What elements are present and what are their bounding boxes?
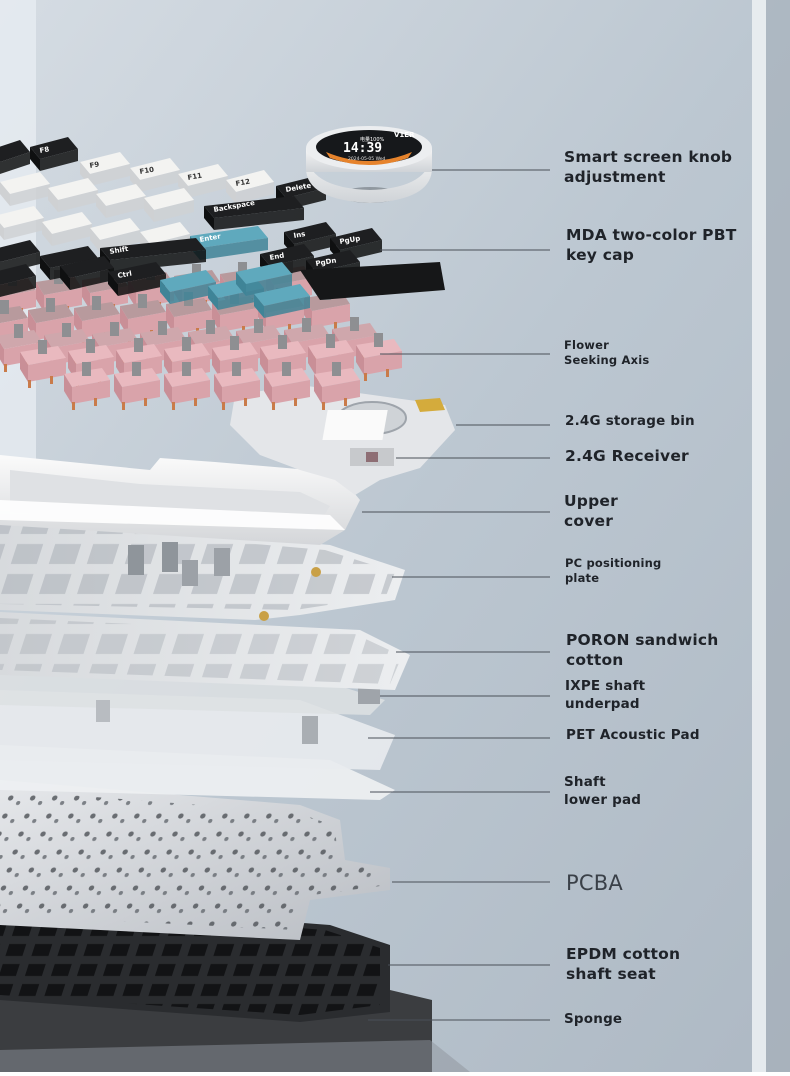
mechanical-switch xyxy=(356,333,402,381)
glass-edge-right-outer xyxy=(766,0,790,1072)
glass-edge-right xyxy=(752,0,766,1072)
label-epdm-cotton: EPDM cotton shaft seat xyxy=(566,945,681,983)
plate-stabilizer-2 xyxy=(162,542,178,572)
mechanical-switch xyxy=(264,362,310,410)
keycap-legend: PgDn xyxy=(315,256,337,268)
label-poron-cotton: PORON sandwich cotton xyxy=(566,631,719,669)
smart-screen-knob: V1ER 电量100% 14:39 2024-05-05 Wed xyxy=(306,126,432,203)
plate-stabilizer-4 xyxy=(214,548,230,576)
keycap-legend: Ins xyxy=(293,230,306,240)
mechanical-switch xyxy=(20,340,66,388)
keycap-ctrl: Ctrl xyxy=(108,262,166,296)
mechanical-switch xyxy=(120,294,166,342)
mechanical-switch xyxy=(314,362,360,410)
keycap-legend: PgUp xyxy=(339,234,361,245)
keycap-f9: F9 xyxy=(80,152,130,186)
knob-screen-orange xyxy=(326,152,412,165)
keycap xyxy=(0,172,50,206)
keycap xyxy=(96,184,146,218)
keycap xyxy=(48,178,98,212)
keycap-legend: F12 xyxy=(235,178,251,188)
storage-bin-door xyxy=(322,410,388,440)
label-ixpe-underpad: IXPE shaft underpad xyxy=(565,678,646,712)
plate-stabilizer-1 xyxy=(128,545,144,575)
knob-status: 电量100% xyxy=(360,136,385,143)
pcba-holes xyxy=(0,790,380,930)
plate-brass-insert-1 xyxy=(311,567,321,577)
keycap xyxy=(42,212,92,246)
keycap-legend: Shift xyxy=(109,245,130,256)
mechanical-switch xyxy=(164,362,210,410)
mechanical-switch xyxy=(64,362,110,410)
label-pet-acoustic: PET Acoustic Pad xyxy=(566,727,700,743)
keycap-f8: F8 xyxy=(30,137,78,171)
label-flower-seeking-axis: Flower Seeking Axis xyxy=(564,338,650,367)
bin-gold-detail xyxy=(415,398,445,412)
keycap xyxy=(60,256,114,290)
label-pc-plate: PC positioning plate xyxy=(565,556,662,585)
keycap-teal xyxy=(236,262,292,296)
label-smart-screen-knob: Smart screen knob adjustment xyxy=(564,148,733,186)
plate-stabilizer-3 xyxy=(182,560,198,586)
knob-date: 2024-05-05 Wed xyxy=(348,156,386,162)
plate-brass-insert-2 xyxy=(259,611,269,621)
keycap-f12: F12 xyxy=(226,170,274,204)
keycap-legend: End xyxy=(269,252,285,262)
bottom-case-edge xyxy=(0,1040,470,1072)
keycap-f10: F10 xyxy=(130,158,180,192)
mechanical-switch xyxy=(214,362,260,410)
knob-time: 14:39 xyxy=(343,141,382,156)
keycap xyxy=(0,264,36,297)
leader-lines xyxy=(362,169,550,1021)
label-upper-cover: Upper cover xyxy=(564,492,618,530)
keycap-f11: F11 xyxy=(178,164,228,198)
knob-body xyxy=(306,150,432,203)
poron-holes xyxy=(0,618,402,684)
keycap-legend: F11 xyxy=(187,172,203,182)
label-mda-keycap: MDA two-color PBT key cap xyxy=(566,226,737,264)
keycap-legend: F9 xyxy=(89,160,100,170)
keycap-tray xyxy=(300,262,445,300)
keycap-legend: F10 xyxy=(139,166,155,176)
keycap xyxy=(90,218,140,252)
knob-screen xyxy=(316,130,422,164)
pet-stabilizer-left xyxy=(96,700,110,722)
keycap xyxy=(0,140,30,174)
keycap-legend: Enter xyxy=(199,232,222,244)
keycap xyxy=(144,188,194,222)
label-storage-bin: 2.4G storage bin xyxy=(565,413,695,429)
keycap-legend: F8 xyxy=(39,145,50,155)
keycap xyxy=(0,206,44,240)
mechanical-switch xyxy=(114,362,160,410)
upper-cover-rail xyxy=(0,500,345,530)
pet-stabilizer-right xyxy=(302,716,318,744)
label-receiver: 2.4G Receiver xyxy=(565,447,689,465)
label-sponge: Sponge xyxy=(564,1011,623,1027)
keycap-teal xyxy=(254,284,310,318)
receiver-dongle-tip xyxy=(366,452,378,462)
keycap-backspace: Backspace xyxy=(204,196,304,230)
knob-brand: V1ER xyxy=(394,131,415,139)
keycap-teal xyxy=(160,270,216,304)
label-pcba: PCBA xyxy=(566,871,623,895)
label-shaft-lower-pad: Shaft lower pad xyxy=(564,774,642,808)
keycap-legend: Ctrl xyxy=(117,270,133,280)
